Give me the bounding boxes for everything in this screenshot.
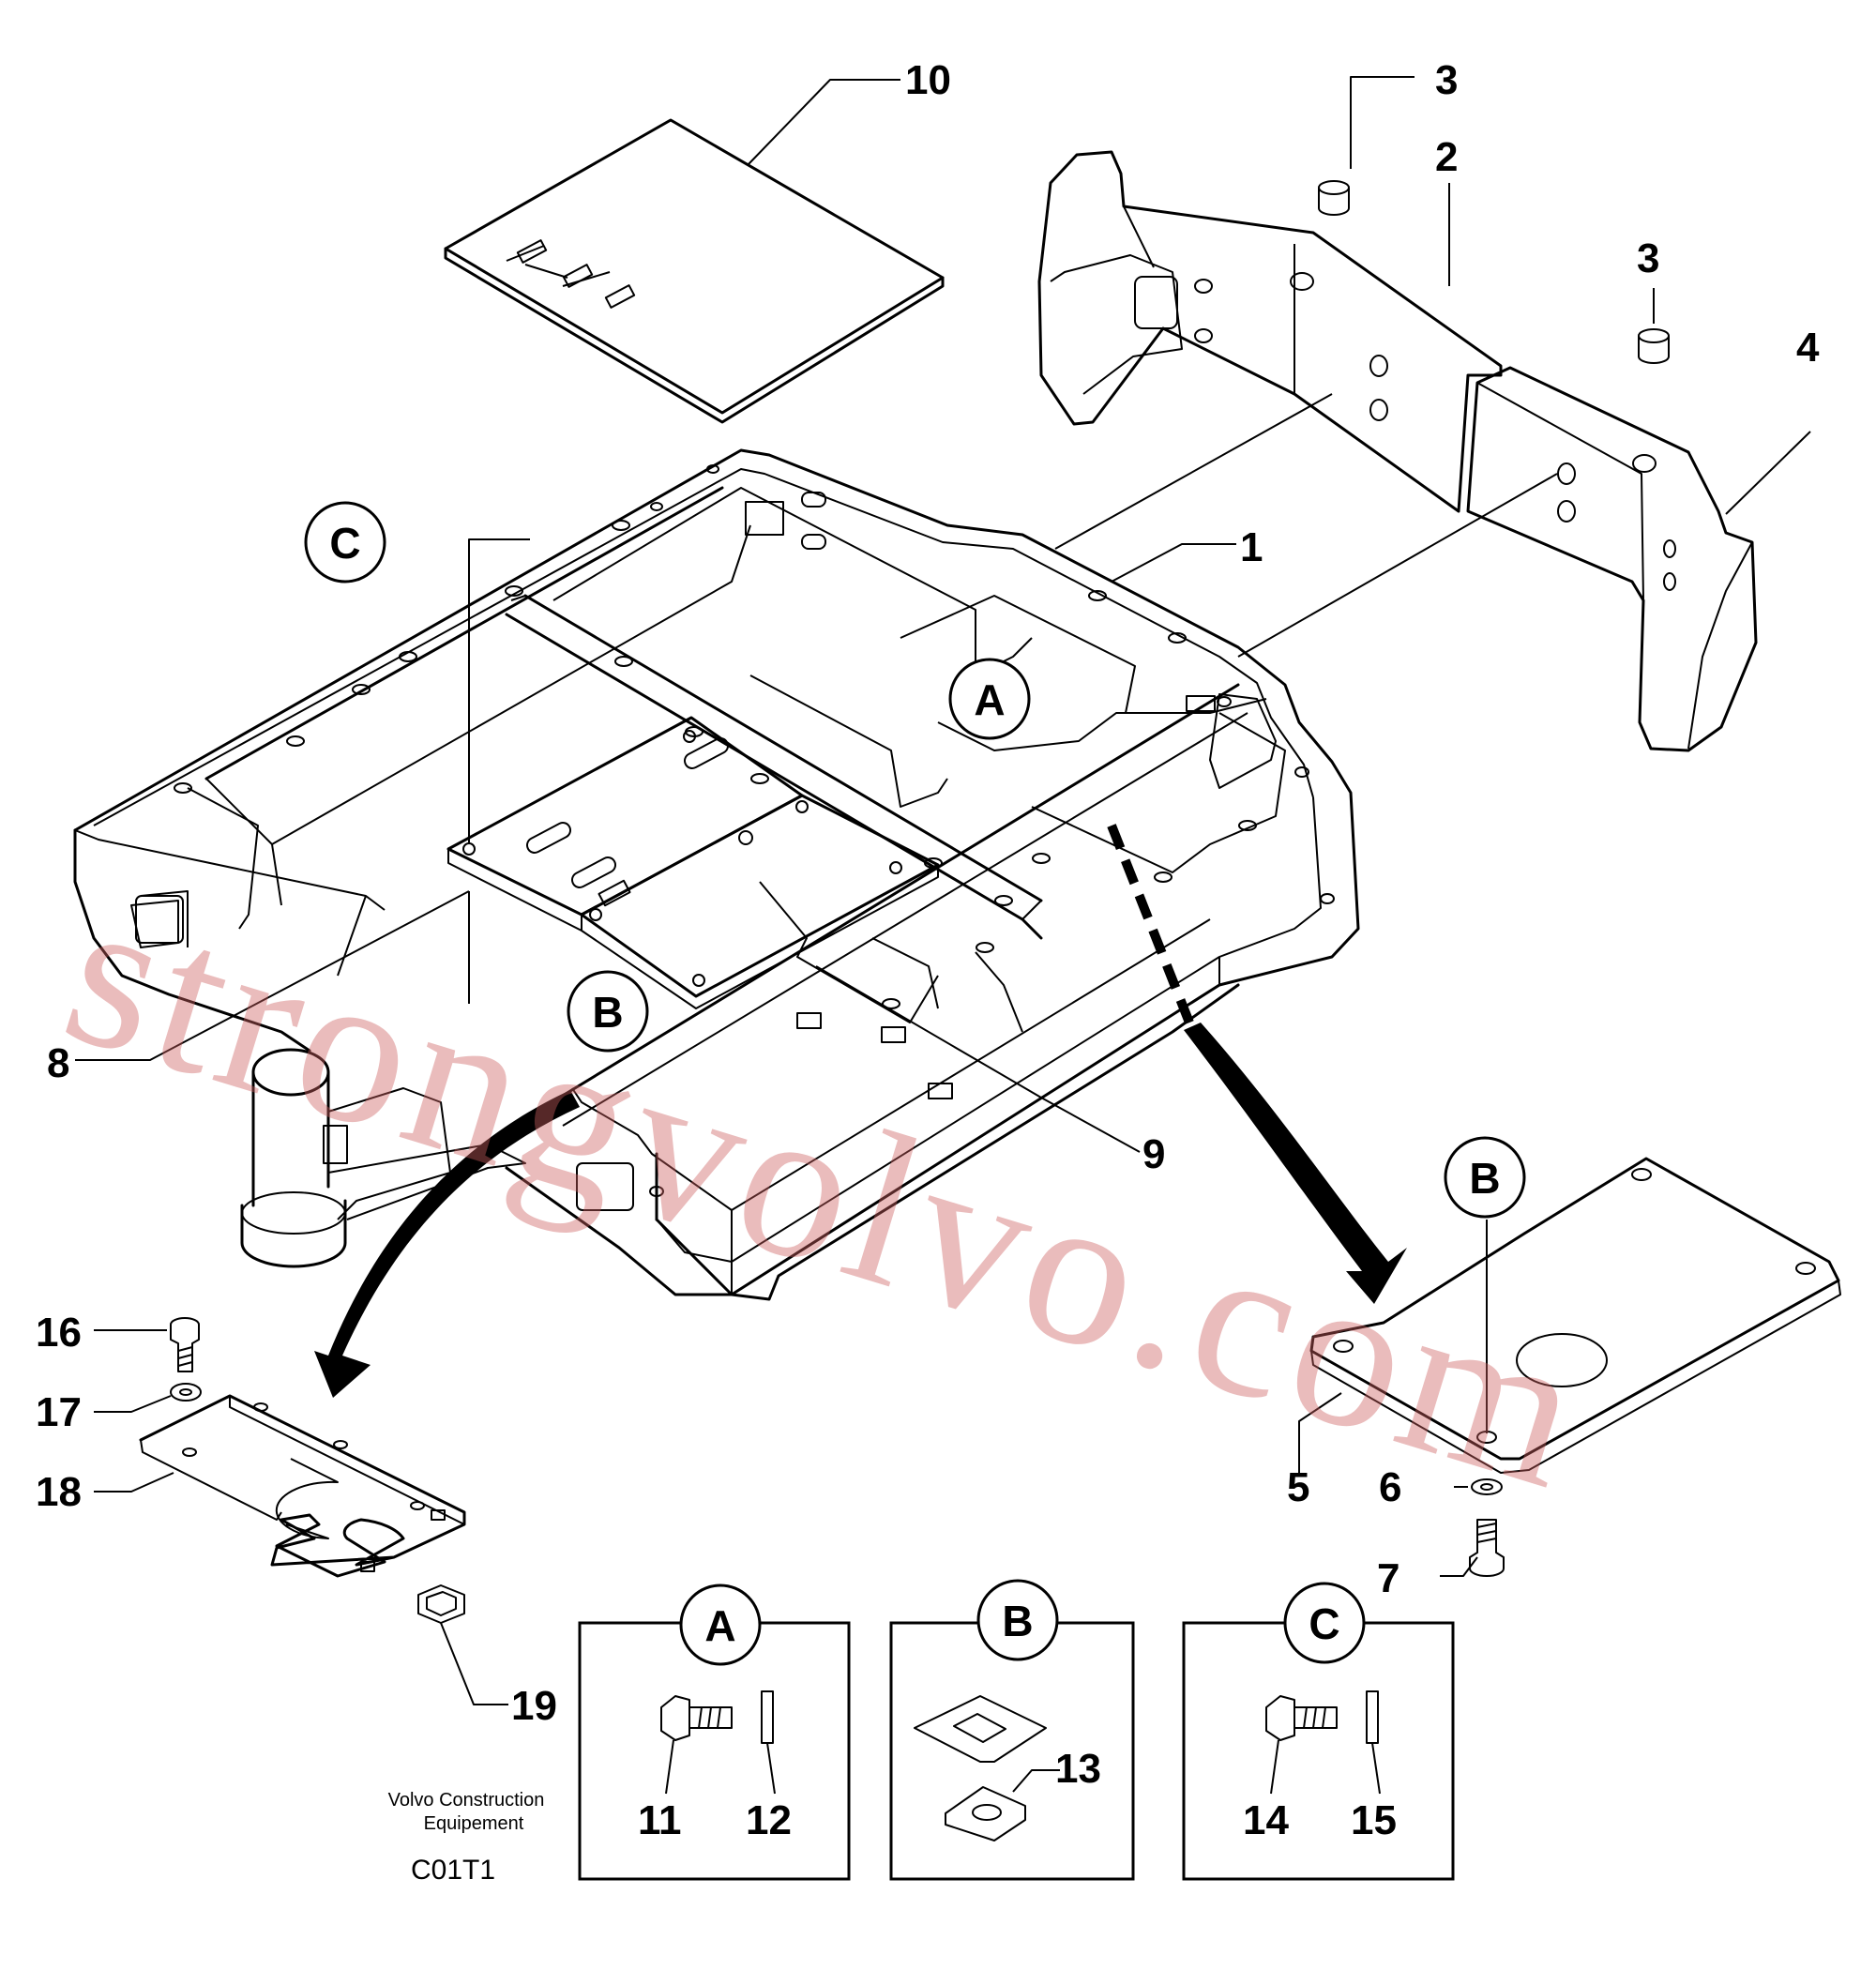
label-part-1: 1 (1240, 524, 1263, 570)
label-part-14: 14 (1243, 1797, 1289, 1843)
callout-b-box: B (976, 1579, 1059, 1661)
part-3-plug-left (1318, 180, 1350, 216)
callout-b-main: B (567, 970, 649, 1053)
svg-text:B: B (592, 988, 623, 1037)
label-part-10: 10 (905, 57, 951, 103)
svg-text:C: C (1309, 1599, 1339, 1648)
label-part-12: 12 (746, 1797, 792, 1843)
label-part-11: 11 (638, 1797, 682, 1843)
leader-lines (75, 76, 1811, 1705)
part-1-upper-frame (73, 448, 1360, 1301)
label-part-3b: 3 (1637, 235, 1659, 281)
part-13-cage-nut (914, 1695, 1060, 1841)
callout-a-main: A (948, 658, 1031, 740)
callout-a-box: A (679, 1584, 762, 1666)
label-part-9: 9 (1142, 1131, 1165, 1177)
part-18-cover-plate (139, 1394, 466, 1578)
part-6-washer (1471, 1478, 1503, 1495)
label-part-5: 5 (1287, 1464, 1309, 1510)
part-12-washer (761, 1690, 776, 1795)
front-inspection-opening (576, 1162, 634, 1211)
label-part-4: 4 (1796, 325, 1820, 371)
label-part-16: 16 (36, 1310, 82, 1356)
label-part-2: 2 (1435, 134, 1458, 180)
part-16-bolt (170, 1317, 200, 1372)
part-11-bolt (660, 1695, 733, 1795)
part-4-counterweight-right (1466, 366, 1758, 752)
frame-rim-holes (174, 464, 1335, 1197)
leader-arrow-to-part-5 (1107, 824, 1407, 1304)
drawing-code: C01T1 (411, 1855, 495, 1886)
part-2-counterweight-left (1037, 150, 1503, 513)
label-part-17: 17 (36, 1389, 82, 1435)
part-7-bolt (1469, 1519, 1505, 1577)
callout-c-box: C (1283, 1582, 1366, 1664)
label-part-18: 18 (36, 1469, 82, 1515)
callout-c-main: C (304, 501, 386, 583)
watermark-text: strongvolvo.com (42, 848, 1612, 1536)
part-14-bolt (1265, 1695, 1338, 1795)
label-part-8: 8 (47, 1040, 69, 1086)
svg-text:A: A (974, 675, 1005, 724)
left-inspection-opening (135, 895, 184, 944)
part-10-mat (444, 118, 945, 424)
brand-line-2: Equipement (424, 1813, 524, 1834)
brand-line-1: Volvo Construction (388, 1790, 545, 1811)
label-part-13: 13 (1055, 1746, 1101, 1792)
svg-text:C: C (329, 519, 360, 568)
part-19-clip-nut (417, 1584, 465, 1624)
svg-text:B: B (1002, 1597, 1033, 1645)
label-part-6: 6 (1379, 1464, 1401, 1510)
floor-plates (446, 716, 940, 1009)
part-17-washer (170, 1383, 202, 1402)
svg-text:B: B (1469, 1154, 1500, 1203)
boom-swing-bracket (240, 1048, 526, 1268)
label-part-7: 7 (1377, 1555, 1399, 1601)
part-5-belly-plate (1309, 1157, 1841, 1474)
callout-b-right: B (1444, 1136, 1526, 1219)
label-part-19: 19 (511, 1683, 557, 1729)
leader-arrow-to-part-18 (314, 1090, 580, 1398)
part-3-plug-right (1638, 328, 1670, 364)
label-part-15: 15 (1351, 1797, 1397, 1843)
part-15-washer (1366, 1690, 1381, 1795)
label-part-3a: 3 (1435, 57, 1458, 103)
svg-text:A: A (704, 1601, 735, 1650)
